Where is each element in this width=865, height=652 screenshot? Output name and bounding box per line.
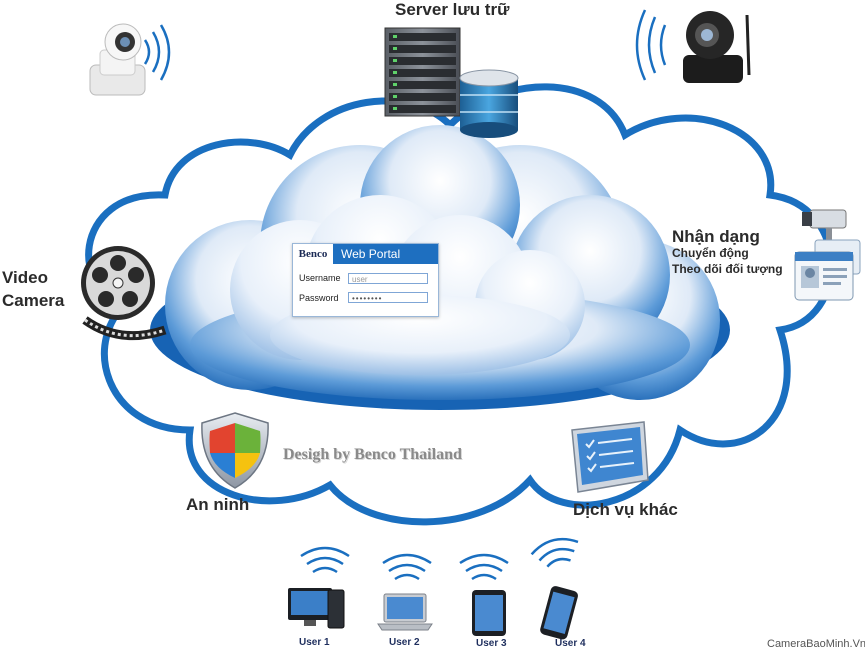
database-icon [459, 69, 519, 138]
tablet-icon [472, 590, 506, 636]
ip-camera-icon [89, 23, 171, 96]
recognition-line2: Theo dõi đối tượng [672, 262, 783, 276]
recognition-title: Nhận dạng [672, 227, 760, 246]
user-2-label: User 2 [389, 637, 420, 648]
user-4-label: User 4 [555, 638, 586, 649]
web-portal-panel: Benco Web Portal Username user Password … [292, 243, 439, 317]
password-field[interactable]: •••••••• [348, 292, 428, 303]
id-card-icon [794, 239, 861, 301]
username-label: Username [299, 273, 341, 283]
film-reel-icon [81, 246, 167, 341]
video-label-line1: Video [2, 268, 48, 287]
shield-icon [201, 412, 269, 489]
design-credit: Desigh by Benco Thailand [283, 446, 462, 463]
desktop-icon [288, 588, 345, 629]
video-label-line2: Camera [2, 291, 65, 310]
password-label: Password [299, 293, 339, 303]
laptop-icon [377, 593, 433, 631]
smartphone-icon [540, 586, 578, 640]
portal-brand: Benco [293, 244, 333, 264]
wifi-icon [530, 537, 579, 568]
portal-title: Web Portal [341, 247, 401, 261]
ptz-camera-icon [635, 9, 751, 83]
username-field[interactable]: user [348, 273, 428, 284]
watermark: CameraBaoMinh.Vn [767, 638, 865, 650]
checklist-screen-icon [571, 421, 649, 493]
wifi-icon [300, 546, 350, 574]
server-rack-icon [384, 27, 461, 117]
user-3-label: User 3 [476, 638, 507, 649]
other-services-label: Dịch vụ khác [573, 500, 678, 519]
user-1-label: User 1 [299, 637, 330, 648]
security-label: An ninh [186, 495, 250, 514]
wifi-icon [382, 553, 432, 581]
wifi-icon [459, 553, 509, 581]
recognition-line1: Chuyển động [672, 246, 749, 260]
cctv-camera-icon [802, 209, 847, 242]
server-label: Server lưu trữ [395, 0, 510, 19]
